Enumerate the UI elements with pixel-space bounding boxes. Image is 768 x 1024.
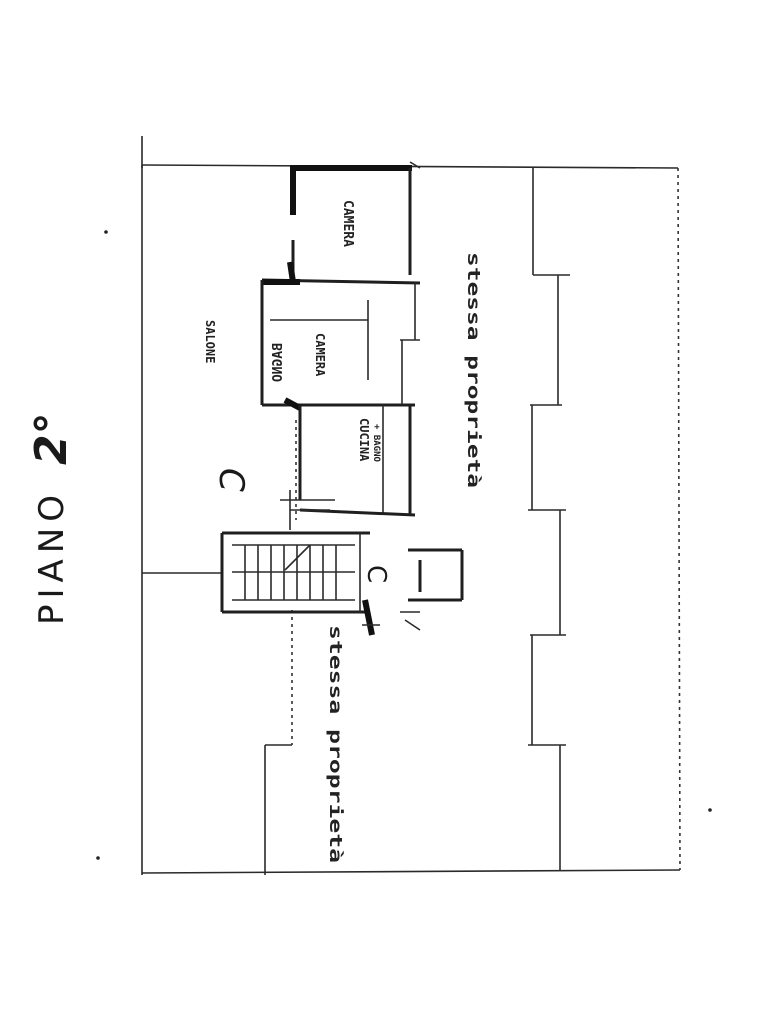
scan-speck <box>96 856 100 860</box>
room-label-cucina: CUCINA <box>357 418 371 462</box>
room-label-bagno: BAGNO <box>271 343 286 382</box>
plan-title: PIANO <box>32 489 72 625</box>
floor-mark: 2° <box>26 412 77 465</box>
scan-speck <box>708 808 712 812</box>
neighbor-label-left: stessa proprietà <box>325 625 345 863</box>
neighbor-label-right: stessa proprietà <box>463 252 483 488</box>
staircase <box>232 490 355 601</box>
marker-c: C <box>361 565 391 583</box>
marker-c-handwritten: C <box>211 468 251 492</box>
room-label-salone: SALONE <box>203 320 217 363</box>
room-label-camera-1: CAMERA <box>340 200 355 247</box>
right-neighbor-outline <box>528 168 570 870</box>
apartment-walls <box>220 165 464 636</box>
left-neighbor-outline <box>142 572 293 875</box>
room-label-cucina-sub: + BAGNO <box>371 424 381 463</box>
scan-speck <box>104 230 108 234</box>
room-label-camera-2: CAMERA <box>313 333 327 377</box>
